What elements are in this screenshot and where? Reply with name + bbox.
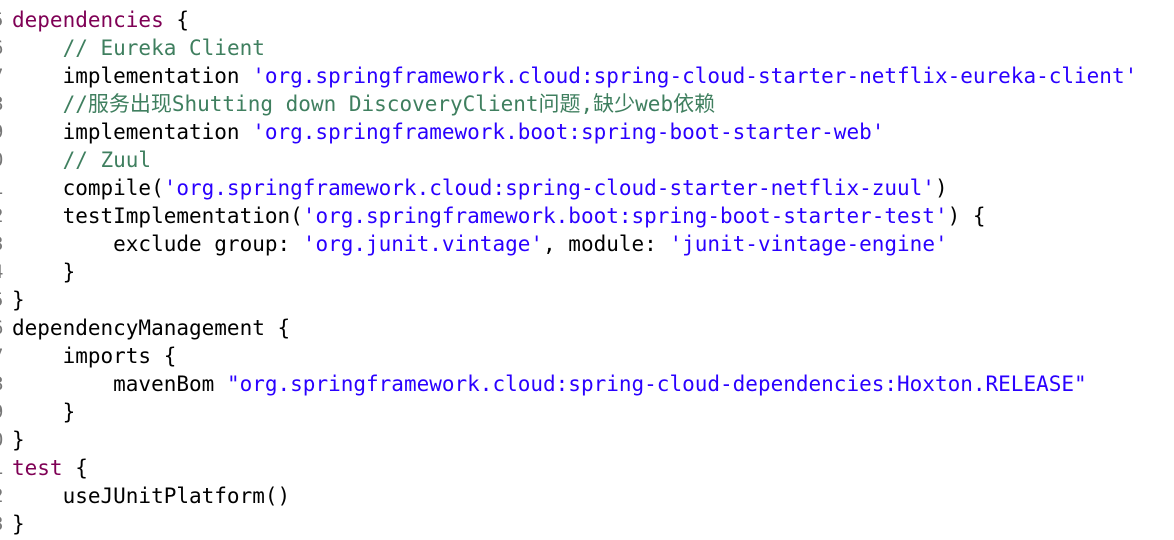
comment-token: // Zuul [62,148,152,172]
line-number: 3 [0,510,6,538]
line-number: 2 [0,202,6,230]
code-text: mavenBom "org.springframework.cloud:spri… [12,370,1087,398]
code-line[interactable]: 1 compile('org.springframework.cloud:spr… [0,174,1174,202]
string-token: 'org.springframework.boot:spring-boot-st… [302,204,948,228]
line-number: 8 [0,370,6,398]
code-text: dependencyManagement { [12,314,290,342]
string-token: 'org.springframework.boot:spring-boot-st… [252,120,885,144]
line-number: 0 [0,146,6,174]
line-number: 7 [0,62,6,90]
line-number: 1 [0,174,6,202]
code-token: exclude group: [12,232,303,256]
code-text: useJUnitPlatform() [12,482,291,510]
code-line[interactable]: 0 // Zuul [0,146,1174,174]
code-text: } [12,398,76,426]
code-text: imports { [12,342,177,370]
code-token: } [12,428,25,452]
string-token: 'org.springframework.cloud:spring-cloud-… [163,176,935,200]
code-token: } [12,512,25,536]
code-token [12,92,63,116]
code-editor[interactable]: 5dependencies {6 // Eureka Client7 imple… [0,6,1174,540]
code-line[interactable]: 2 useJUnitPlatform() [0,482,1174,510]
code-token: compile( [12,176,164,200]
code-token: implementation [12,120,253,144]
keyword-token: test [12,456,63,480]
code-text: implementation 'org.springframework.boot… [12,118,885,146]
code-text: // Eureka Client [12,34,265,62]
code-token: } [12,260,76,284]
comment-token: // Eureka Client [62,36,265,60]
code-text: testImplementation('org.springframework.… [12,202,986,230]
line-number: 1 [0,454,6,482]
code-text: } [12,426,25,454]
code-line[interactable]: 5dependencies { [0,6,1174,34]
string-token: 'org.springframework.cloud:spring-cloud-… [252,64,1138,88]
code-token: mavenBom [12,372,227,396]
code-token: { [62,456,88,480]
code-line[interactable]: 8 //服务出现Shutting down DiscoveryClient问题,… [0,90,1174,118]
code-token: ) [934,176,948,200]
line-number: 9 [0,398,6,426]
code-token: imports { [12,344,177,368]
code-text: } [12,258,76,286]
line-number: 0 [0,426,6,454]
code-token: ) { [947,204,986,228]
line-number: 3 [0,230,6,258]
code-text: compile('org.springframework.cloud:sprin… [12,174,948,202]
code-token: } [12,400,76,424]
code-text: exclude group: 'org.junit.vintage', modu… [12,230,948,258]
line-number: 5 [0,6,6,34]
code-line[interactable]: 7 imports { [0,342,1174,370]
code-token: dependencyManagement { [12,316,291,340]
code-token [12,148,63,172]
code-line[interactable]: 1test { [0,454,1174,482]
code-text: implementation 'org.springframework.clou… [12,62,1138,90]
code-token: , module: [543,232,670,256]
line-number: 5 [0,286,6,314]
code-line[interactable]: 2 testImplementation('org.springframewor… [0,202,1174,230]
code-line[interactable]: 5} [0,286,1174,314]
comment-token: //服务出现Shutting down DiscoveryClient问题,缺少… [62,92,716,116]
code-line[interactable]: 9 implementation 'org.springframework.bo… [0,118,1174,146]
code-text: } [12,286,25,314]
code-token [12,36,63,60]
code-token: implementation [12,64,253,88]
code-text: //服务出现Shutting down DiscoveryClient问题,缺少… [12,90,716,118]
code-text: } [12,510,25,538]
code-text: dependencies { [12,6,189,34]
code-token: } [12,288,25,312]
line-number: 2 [0,482,6,510]
code-text: // Zuul [12,146,152,174]
code-token: useJUnitPlatform() [12,484,291,508]
code-token: testImplementation( [12,204,303,228]
line-number: 6 [0,314,6,342]
code-line[interactable]: 3 exclude group: 'org.junit.vintage', mo… [0,230,1174,258]
string-token: "org.springframework.cloud:spring-cloud-… [226,372,1087,396]
keyword-token: dependencies [12,8,164,32]
code-line[interactable]: 0} [0,426,1174,454]
string-token: 'junit-vintage-engine' [669,232,948,256]
code-line[interactable]: 3} [0,510,1174,538]
line-number: 9 [0,118,6,146]
line-number: 7 [0,342,6,370]
string-token: 'org.junit.vintage' [302,232,544,256]
code-text: test { [12,454,88,482]
code-line[interactable]: 9 } [0,398,1174,426]
line-number: 4 [0,258,6,286]
code-token: { [163,8,190,32]
code-line[interactable]: 4 } [0,258,1174,286]
line-number: 8 [0,90,6,118]
code-line[interactable]: 6dependencyManagement { [0,314,1174,342]
line-number: 6 [0,34,6,62]
code-line[interactable]: 7 implementation 'org.springframework.cl… [0,62,1174,90]
code-line[interactable]: 8 mavenBom "org.springframework.cloud:sp… [0,370,1174,398]
code-line[interactable]: 6 // Eureka Client [0,34,1174,62]
